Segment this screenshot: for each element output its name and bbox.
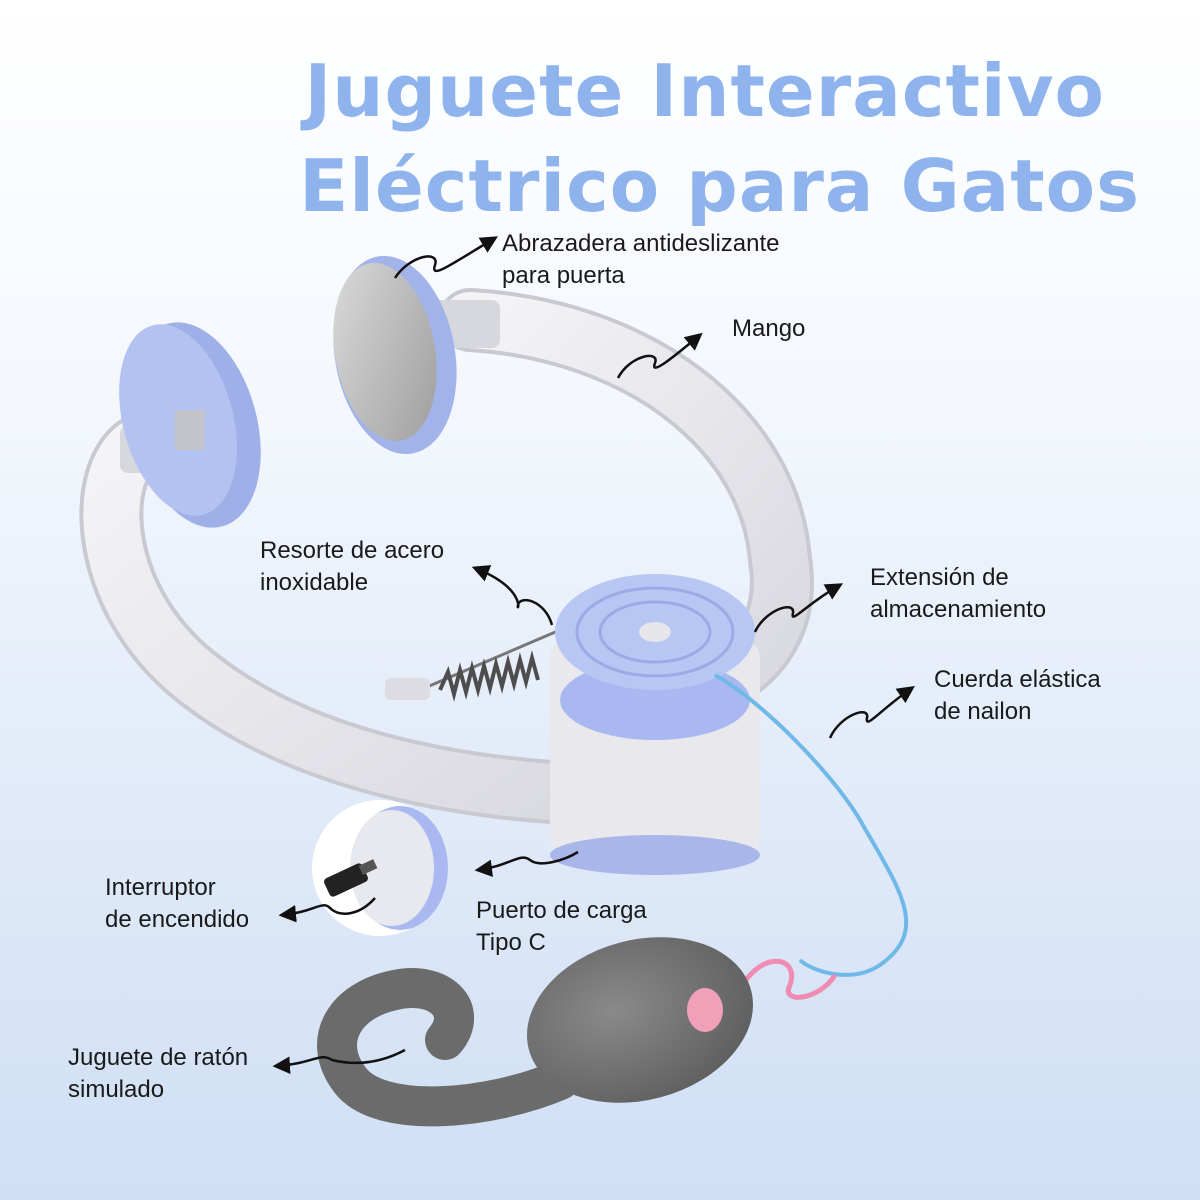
label-rope-line-1: Cuerda elástica <box>934 666 1101 693</box>
label-spring-line-2: inoxidable <box>260 569 369 596</box>
arrow-storage <box>753 583 844 633</box>
label-clamp-line-1: Abrazadera antideslizante <box>502 230 780 257</box>
label-port-line-1: Puerto de carga <box>476 897 647 924</box>
label-spring-line-1: Resorte de acero <box>260 537 445 564</box>
title-line-1: Juguete Interactivo <box>304 49 1105 133</box>
arrow-mouse <box>272 1048 406 1074</box>
left-clamp-pad <box>119 322 261 528</box>
arrow-port <box>474 850 579 877</box>
label-port: Puerto de carga Tipo C <box>476 895 647 959</box>
power-switch-inset <box>312 800 448 936</box>
title-line-2: Eléctrico para Gatos <box>299 144 1140 228</box>
rope-knot <box>737 958 838 1000</box>
label-storage-line-1: Extensión de <box>870 564 1009 591</box>
label-storage: Extensión de almacenamiento <box>870 562 1046 626</box>
arrow-handle <box>616 332 703 379</box>
motor-base <box>550 574 760 875</box>
label-clamp: Abrazadera antideslizante para puerta <box>502 228 780 292</box>
label-switch-line-2: de encendido <box>105 906 250 933</box>
label-mouse: Juguete de ratón simulado <box>68 1042 248 1106</box>
label-mouse-line-2: simulado <box>68 1076 165 1103</box>
label-switch: Interruptor de encendido <box>105 872 249 936</box>
label-clamp-line-2: para puerta <box>502 262 625 289</box>
label-storage-line-2: almacenamiento <box>870 596 1047 623</box>
label-switch-line-1: Interruptor <box>105 874 216 901</box>
label-rope: Cuerda elástica de nailon <box>934 664 1101 728</box>
right-clamp-pad <box>333 255 457 455</box>
label-port-line-2: Tipo C <box>476 929 546 956</box>
label-handle-line-1: Mango <box>732 315 806 342</box>
arrow-switch <box>278 897 376 923</box>
mouse-toy <box>317 937 753 1127</box>
steel-spring <box>385 628 561 702</box>
label-rope-line-2: de nailon <box>934 698 1032 725</box>
label-mouse-line-1: Juguete de ratón <box>68 1044 249 1071</box>
arrow-spring <box>471 565 554 626</box>
arrow-rope <box>828 686 915 739</box>
pointer-arrows <box>272 236 915 1074</box>
arrow-clamp <box>393 236 499 279</box>
label-handle: Mango <box>732 313 805 345</box>
label-spring: Resorte de acero inoxidable <box>260 535 444 599</box>
nylon-rope <box>714 673 909 977</box>
